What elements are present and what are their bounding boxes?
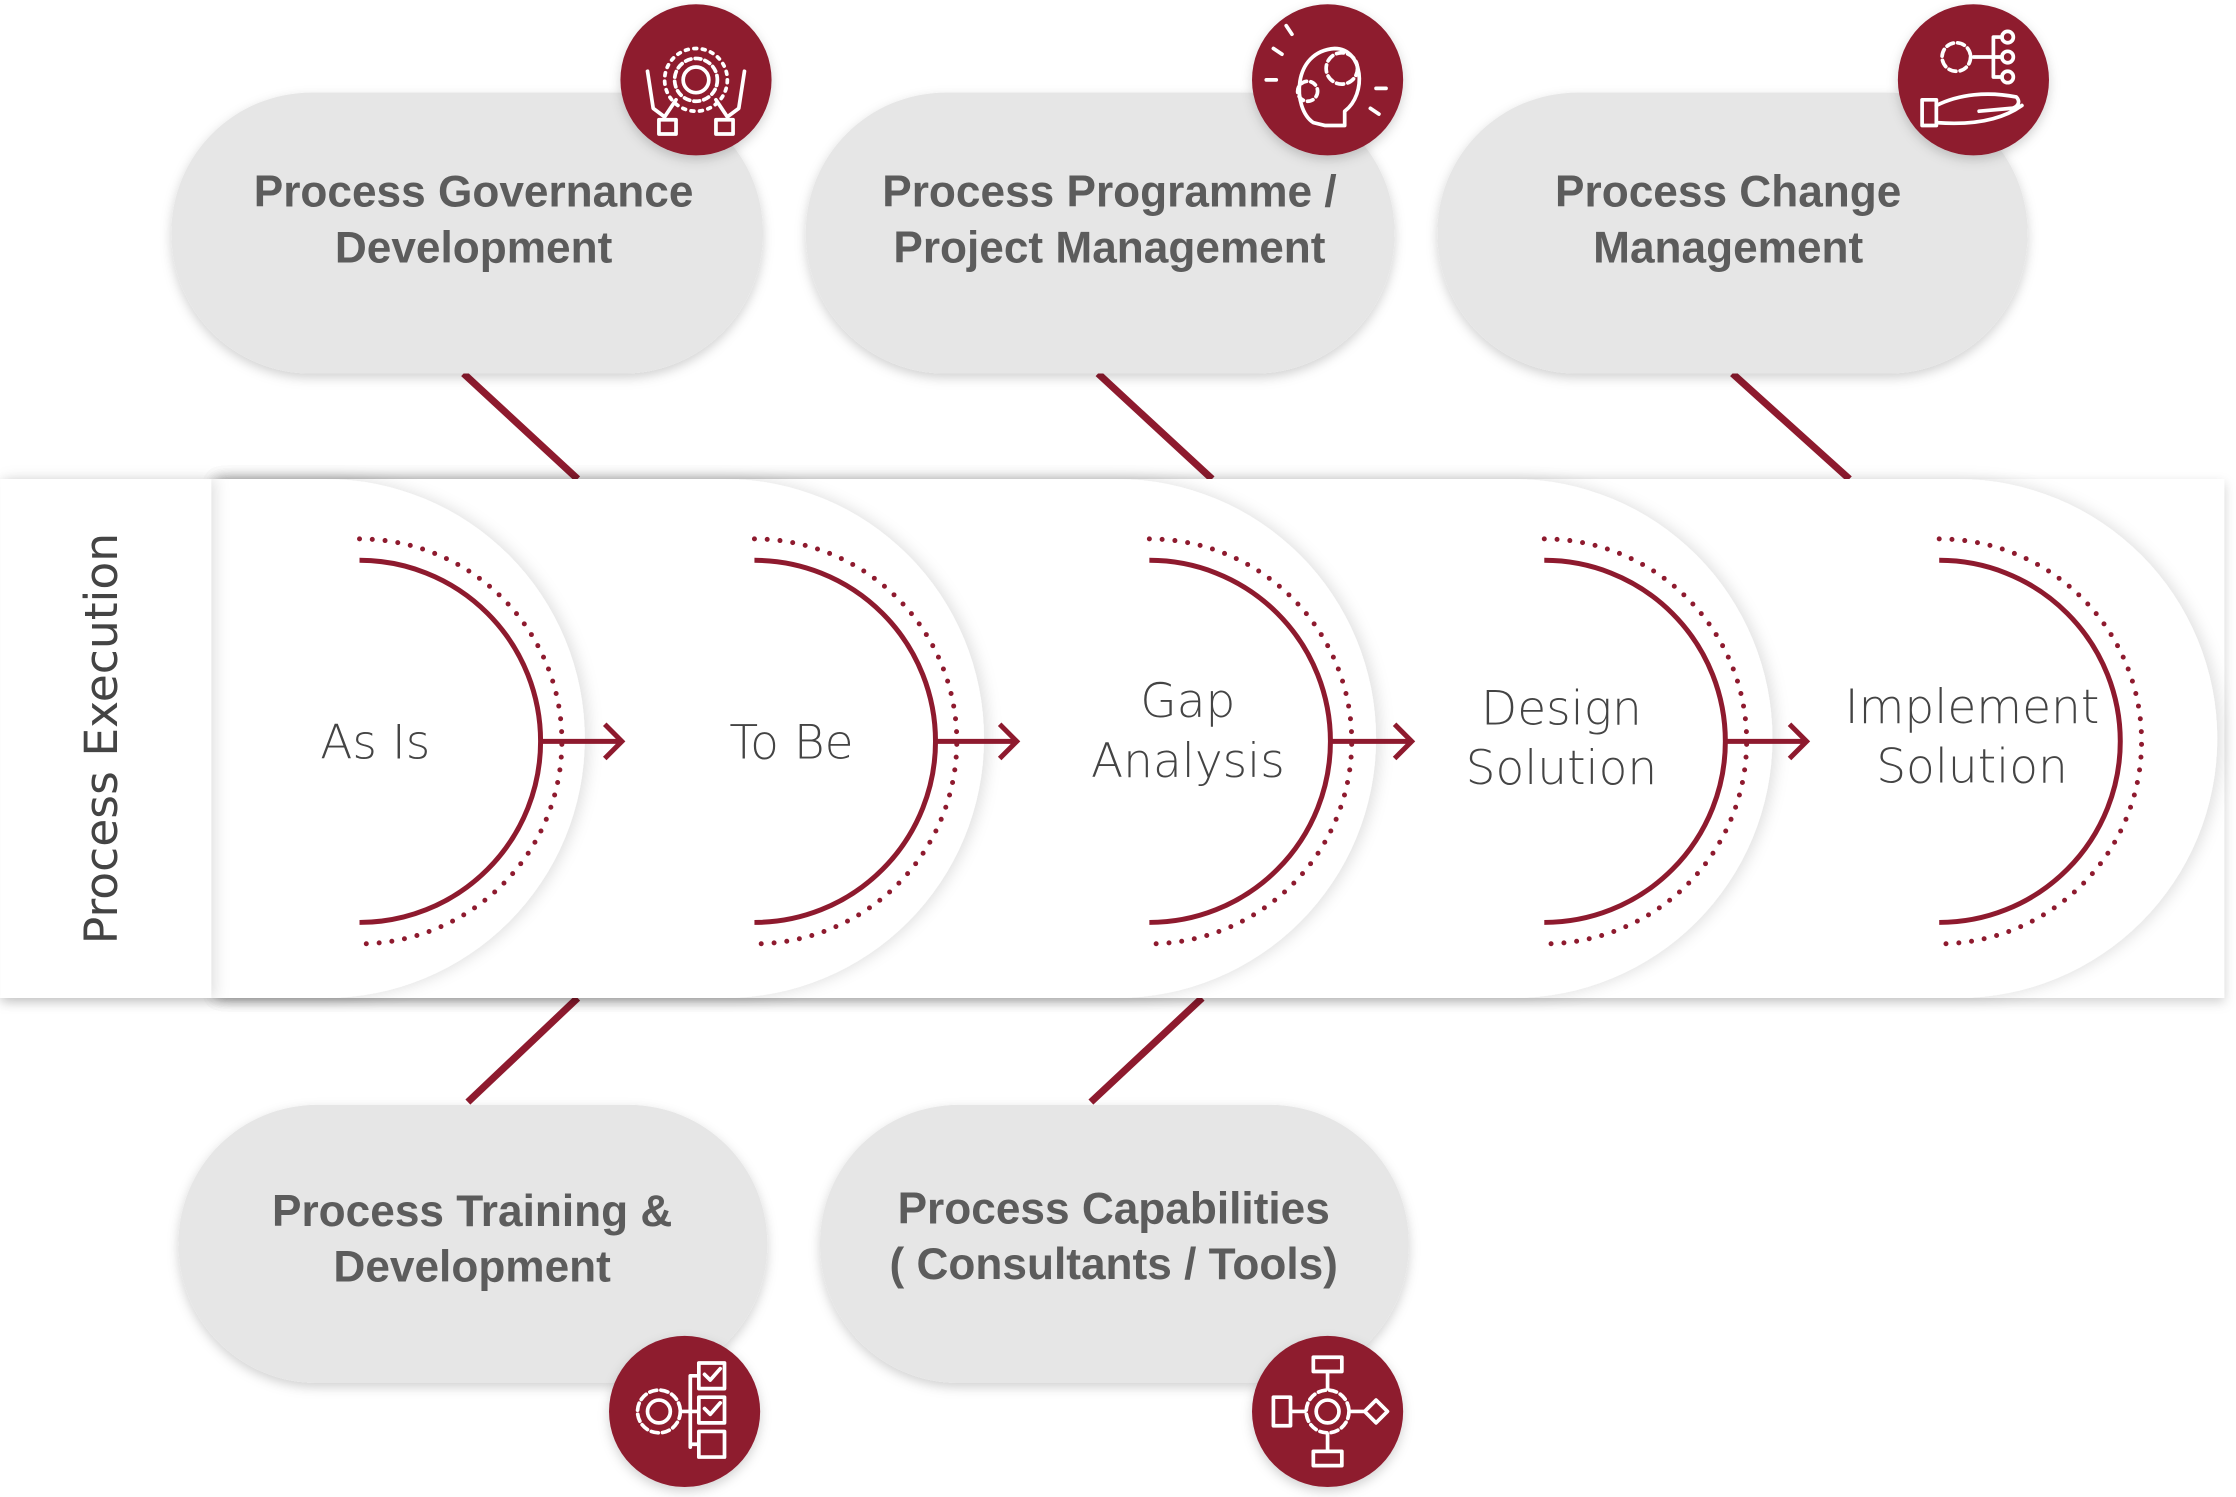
top-pill-governance: Process Governance Development <box>171 92 763 374</box>
hands-gear-icon <box>620 4 772 156</box>
gear-flowchart-icon <box>1252 1335 1404 1488</box>
stage-dotted-arc <box>357 536 565 947</box>
top-pill-change: Process Change Management <box>1437 92 2028 374</box>
arrow-right-icon <box>935 722 1021 761</box>
top-pill-programme: Process Programme / Project Management <box>805 92 1395 374</box>
pill-label: Process Training & <box>272 1187 672 1236</box>
stage-dotted-arc <box>1146 536 1355 947</box>
pill-label: ( Consultants / Tools) <box>890 1240 1338 1289</box>
stage-dotted-arc <box>1541 536 1750 947</box>
stage-label-as-is: As Is <box>320 715 430 770</box>
stage-arc <box>359 557 543 925</box>
pill-label: Process Governance <box>254 168 694 217</box>
lightbulb-gears-icon <box>1252 4 1404 156</box>
bottom-pill-capabilities: Process Capabilities ( Consultants / Too… <box>820 1104 1409 1383</box>
connector-line <box>461 370 581 482</box>
stage-label-gap: Gap <box>1140 674 1235 729</box>
stage-label-implement: Solution <box>1876 740 2068 795</box>
connector-lines <box>461 370 1852 1105</box>
stage-label-to-be: To Be <box>729 715 853 770</box>
stage-arcs <box>357 536 2145 947</box>
pill-label: Process Change <box>1555 168 1901 217</box>
stage-arc <box>1544 557 1728 925</box>
stage-arc <box>1939 557 2123 925</box>
connector-line <box>465 995 581 1105</box>
pill-label: Development <box>335 223 613 272</box>
gear-checklist-icon <box>609 1335 761 1488</box>
arrow-right-icon <box>1330 722 1416 761</box>
stage-arc <box>1149 557 1333 925</box>
connector-line <box>1088 995 1205 1105</box>
connector-line <box>1730 370 1852 482</box>
stage-shapes <box>211 479 2218 998</box>
connector-line <box>1095 370 1215 482</box>
arrow-right-icon <box>540 722 626 761</box>
band-title-panel <box>0 479 212 998</box>
bottom-pill-training: Process Training & Development <box>178 1104 768 1383</box>
stage-arc <box>754 557 938 925</box>
pill-label: Process Programme / <box>882 168 1336 217</box>
pill-label: Management <box>1593 223 1863 272</box>
pill-label: Process Capabilities <box>898 1184 1330 1233</box>
hand-network-gear-icon <box>1897 4 2049 156</box>
pill-label: Development <box>333 1243 611 1292</box>
band-title: Process Execution <box>75 533 128 944</box>
stage-dotted-arc <box>751 536 960 947</box>
stage-dotted-arc <box>1936 536 2145 947</box>
arrow-right-icon <box>1725 722 1811 761</box>
stage-label-design: Solution <box>1466 741 1658 796</box>
stage-label-gap: Analysis <box>1091 734 1285 789</box>
stage-label-design: Design <box>1481 681 1642 736</box>
pill-label: Project Management <box>893 223 1325 272</box>
stage-label-implement: Implement <box>1845 680 2100 735</box>
